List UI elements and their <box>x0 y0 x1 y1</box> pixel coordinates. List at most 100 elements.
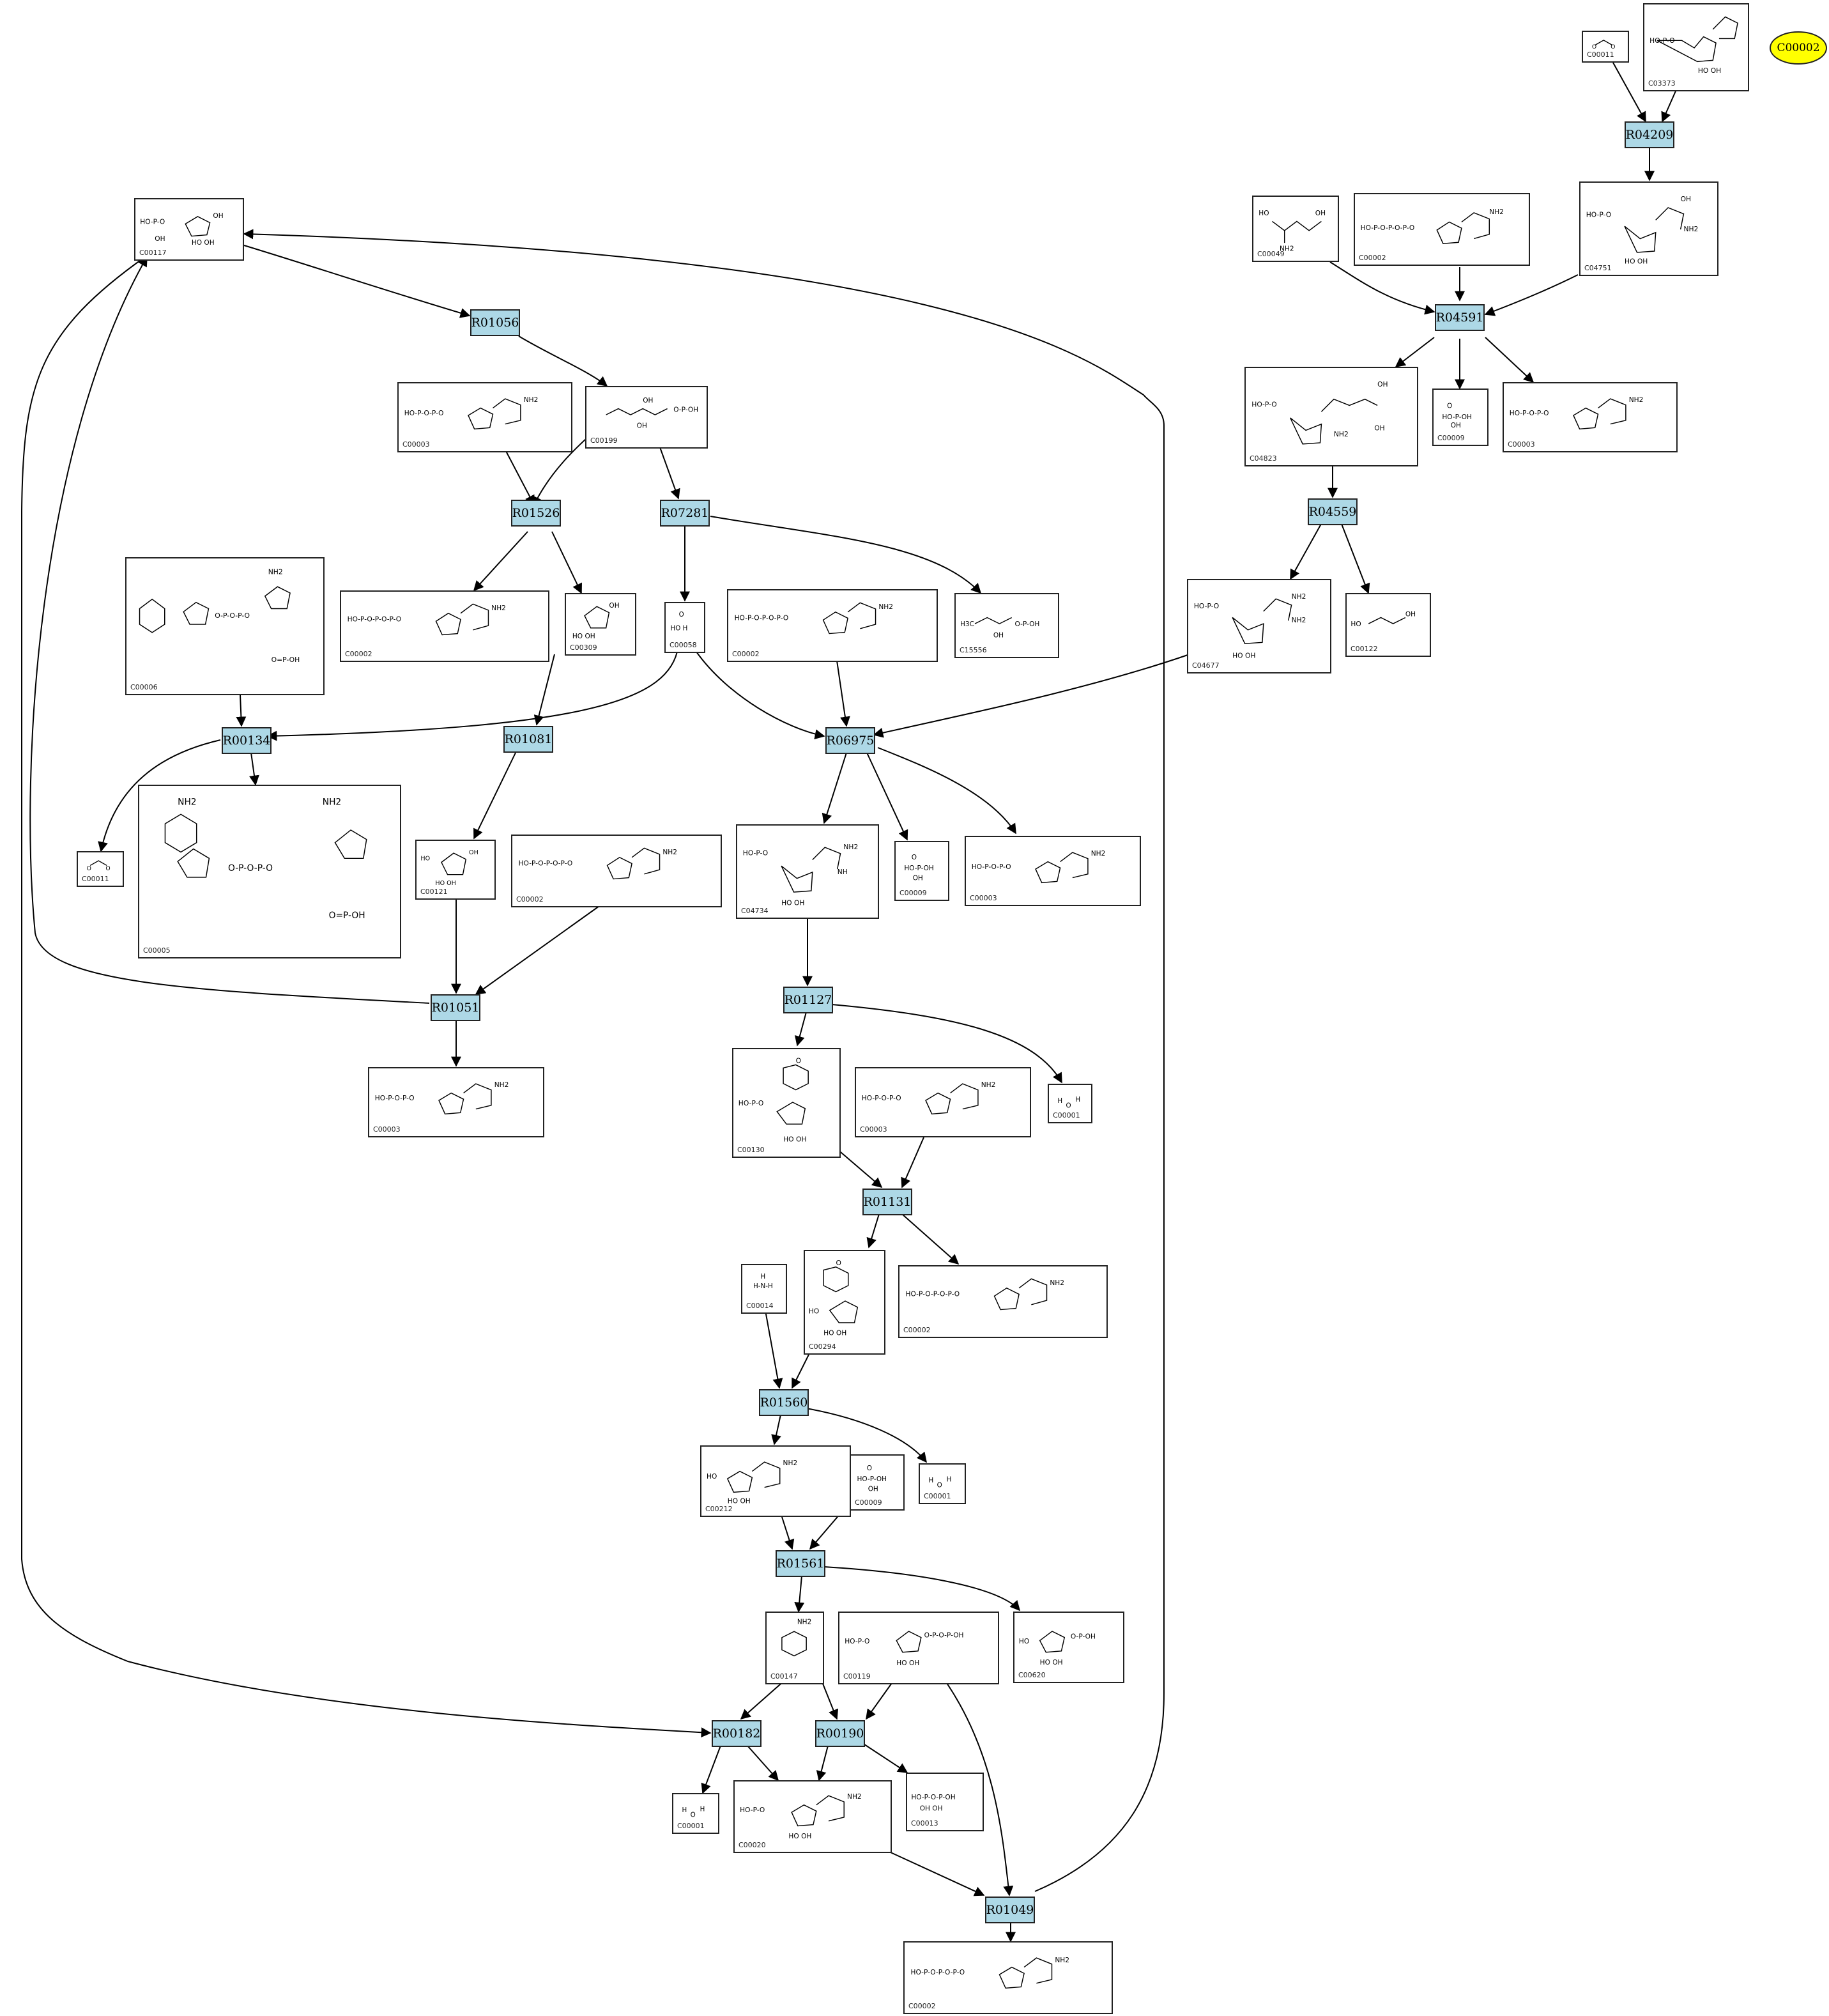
svg-text:OH: OH <box>643 397 653 404</box>
svg-text:H: H <box>1057 1097 1062 1105</box>
reaction-r01560[interactable]: R01560 <box>759 1389 809 1416</box>
svg-text:HO: HO <box>1351 620 1361 628</box>
reaction-r04591[interactable]: R04591 <box>1435 304 1485 331</box>
reaction-r04209[interactable]: R04209 <box>1625 121 1674 148</box>
highlight-compound[interactable]: C00002 <box>1777 42 1820 54</box>
reaction-r00134[interactable]: R00134 <box>222 727 272 754</box>
reaction-r01127[interactable]: R01127 <box>783 987 833 1013</box>
reaction-r06975[interactable]: R06975 <box>825 727 875 754</box>
svg-text:HO-P-O: HO-P-O <box>738 1099 764 1107</box>
highlight-oval <box>1770 31 1827 65</box>
reaction-r01526[interactable]: R01526 <box>511 500 561 527</box>
svg-text:NH2: NH2 <box>878 603 893 611</box>
svg-text:OH OH: OH OH <box>920 1804 943 1812</box>
svg-text:OH: OH <box>1405 611 1416 619</box>
reaction-r01051[interactable]: R01051 <box>431 994 480 1021</box>
svg-text:O-P-O-P-OH: O-P-O-P-OH <box>924 1631 964 1640</box>
reaction-r01049[interactable]: R01049 <box>985 1897 1035 1923</box>
svg-text:NH2: NH2 <box>491 604 506 612</box>
compound-id: C00212 <box>705 1505 733 1513</box>
svg-text:NH2: NH2 <box>1489 208 1504 216</box>
svg-text:HO-P-O-P-O: HO-P-O-P-O <box>1510 410 1549 417</box>
svg-text:HO OH: HO OH <box>823 1328 846 1337</box>
reaction-r01561[interactable]: R01561 <box>776 1550 825 1577</box>
compound-id: C00003 <box>970 894 997 902</box>
svg-text:HO-P-O: HO-P-O <box>1251 400 1276 408</box>
svg-text:NH2: NH2 <box>178 797 196 808</box>
reaction-r00190[interactable]: R00190 <box>815 1720 865 1747</box>
reaction-r07281[interactable]: R07281 <box>660 500 710 527</box>
svg-text:O: O <box>1447 403 1452 410</box>
reaction-r01131[interactable]: R01131 <box>862 1189 912 1215</box>
reaction-r01081[interactable]: R01081 <box>503 726 553 753</box>
compound-id: C00130 <box>737 1146 765 1154</box>
svg-text:NH2: NH2 <box>981 1081 996 1089</box>
compound-c00147[interactable]: NH2 C00147 <box>765 1612 824 1684</box>
svg-text:NH2: NH2 <box>1683 225 1698 233</box>
compound-id: C00011 <box>82 875 109 883</box>
edges <box>21 62 1678 1943</box>
reaction-r00182[interactable]: R00182 <box>712 1720 761 1747</box>
svg-text:H: H <box>682 1806 687 1814</box>
svg-text:HO-P-O: HO-P-O <box>1194 602 1219 610</box>
compound-id: C00002 <box>908 2002 936 2010</box>
svg-text:O: O <box>105 865 110 872</box>
compound-id: C00049 <box>1257 250 1285 258</box>
svg-text:NH: NH <box>838 868 848 876</box>
reaction-r01056[interactable]: R01056 <box>470 309 520 336</box>
svg-text:HO: HO <box>420 856 430 863</box>
svg-text:HO-P-O-P-O-P-O: HO-P-O-P-O-P-O <box>1361 224 1415 232</box>
svg-text:O-P-OH: O-P-OH <box>1014 620 1039 628</box>
svg-text:OH: OH <box>213 212 223 220</box>
reaction-r04559[interactable]: R04559 <box>1308 498 1358 525</box>
svg-text:H: H <box>1075 1096 1080 1104</box>
